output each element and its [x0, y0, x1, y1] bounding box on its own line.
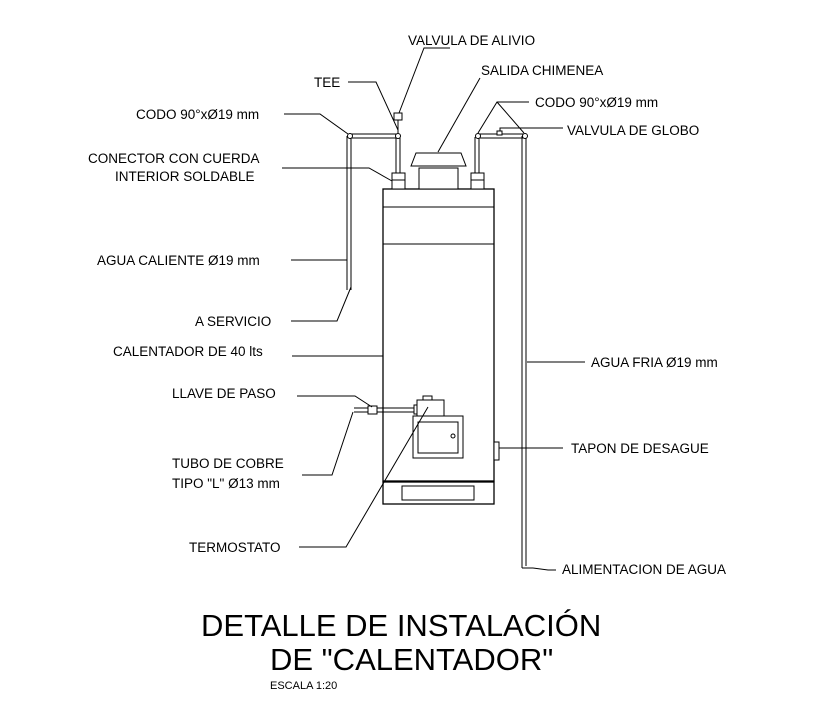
chimney-cap: [410, 152, 467, 167]
chimney-outlet: [410, 152, 467, 190]
thermostat-head: [416, 399, 445, 418]
elbow-right-b: [522, 133, 528, 139]
label-agua-caliente: AGUA CALIENTE Ø19 mm: [97, 253, 260, 268]
elbow-right-a: [475, 133, 481, 139]
connector-left: [391, 172, 406, 190]
label-termostato: TERMOSTATO: [189, 540, 281, 555]
label-alimentacion: ALIMENTACION DE AGUA: [562, 562, 726, 577]
label-valvula-alivio: VALVULA DE ALIVIO: [408, 33, 535, 48]
scale-label: ESCALA 1:20: [270, 680, 337, 692]
base-opening: [401, 485, 475, 501]
label-tapon-desague: TAPON DE DESAGUE: [571, 441, 709, 456]
title-line2: DE "CALENTADOR": [270, 642, 553, 677]
cold-water-pipe: [474, 130, 533, 569]
label-codo-left: CODO 90°xØ19 mm: [136, 107, 259, 122]
label-valvula-globo: VALVULA DE GLOBO: [567, 123, 699, 138]
label-salida-chimenea: SALIDA CHIMENEA: [481, 63, 603, 78]
label-tubo-cobre-line1: TUBO DE COBRE: [172, 456, 284, 471]
label-llave-paso: LLAVE DE PASO: [172, 386, 276, 401]
drain-plug: [493, 441, 500, 461]
hot-water-pipe: [346, 112, 403, 290]
relief-valve: [393, 112, 403, 121]
label-conector-line2: INTERIOR SOLDABLE: [115, 169, 255, 184]
connector-right: [470, 172, 485, 190]
label-conector-line1: CONECTOR CON CUERDA: [88, 151, 260, 166]
label-a-servicio: A SERVICIO: [195, 314, 271, 329]
chimney-neck: [418, 167, 459, 190]
elbow-left: [347, 133, 353, 139]
stopcock: [367, 405, 378, 415]
label-calentador: CALENTADOR DE 40 lts: [113, 344, 263, 359]
globe-valve: [496, 130, 503, 136]
label-codo-right: CODO 90°xØ19 mm: [535, 95, 658, 110]
title-line1: DETALLE DE INSTALACIÓN: [201, 608, 601, 643]
thermostat-assembly: [354, 395, 500, 461]
label-tubo-cobre-line2: TIPO "L" Ø13 mm: [172, 476, 280, 491]
label-tee: TEE: [314, 75, 340, 90]
leader-lines: [282, 47, 585, 571]
label-agua-fria: AGUA FRIA Ø19 mm: [591, 355, 718, 370]
tee-fitting: [395, 133, 401, 139]
heater-base: [382, 481, 495, 505]
